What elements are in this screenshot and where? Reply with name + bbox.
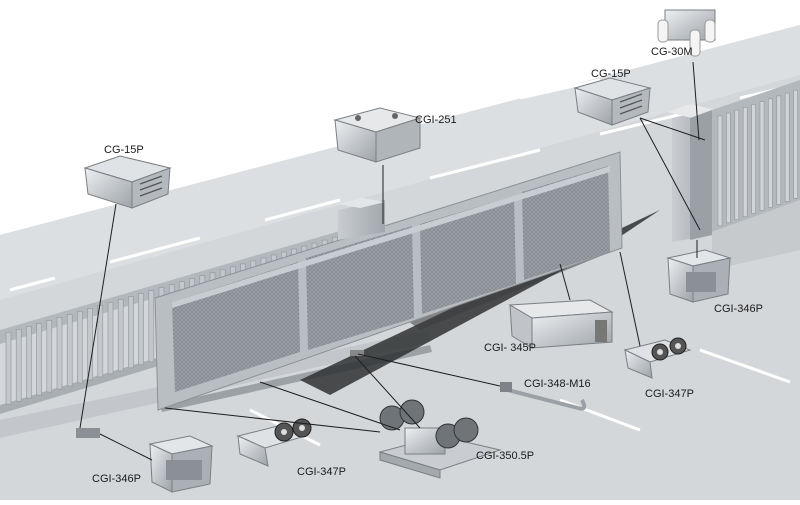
part-cgi347p-right [623,337,692,379]
label-cgi347p-left: CGI-347P [297,466,346,478]
label-cgi3505p: CGI-350.5P [476,450,535,462]
label-cgi347p-right: CGI-347P [645,388,694,400]
part-cgi348m16 [499,382,587,411]
label-cgi346p-left: CGI-346P [92,473,141,485]
fence-bar [56,317,63,390]
part-cg30m [657,9,716,57]
fence-bar [66,314,73,387]
fence-bar [46,320,53,393]
right-fence-bars [717,89,798,227]
label-cg30m: CG-30M [651,46,693,58]
right-fence-bar [717,115,723,227]
part-cg15p-right [573,77,652,126]
part-cgi251 [333,107,422,163]
right-fence-bar [793,89,798,199]
right-fence-bar [726,112,731,224]
fence-bar [97,305,104,378]
part-cgi350-5p [378,399,502,479]
fence-bar [5,331,12,405]
right-fence-bar [759,101,765,211]
fence-bar [128,296,134,369]
fence-bar [148,290,155,363]
label-cg15p-left: CG-15P [104,144,144,156]
installed-cgi346p-left [76,428,100,438]
right-fence-bar [751,104,756,214]
label-cgi251: CGI-251 [415,114,457,126]
right-fence-bar [768,98,773,208]
right-pillar [667,104,716,242]
label-cgi348m16: CGI-348-M16 [524,378,591,390]
fence-bar [107,302,114,375]
fence-bar [138,293,144,366]
part-cgi346p-left [148,435,214,493]
part-cgi345p [508,299,614,349]
right-fence-bar [734,109,740,221]
right-fence-bar [784,92,790,202]
right-fence-bar [776,95,782,205]
fence-bar [117,299,124,372]
fence-bar [15,328,22,402]
label-cgi345p: CGI- 345P [484,342,536,354]
sliding-gate [154,151,623,411]
part-cg15p-left [83,155,172,209]
fence-bar [77,311,83,384]
callout-lines [79,61,706,461]
fence-bar [36,323,42,396]
fence-bar [26,326,32,399]
gate-guide-post [338,198,385,240]
label-cgi346p-right: CGI-346P [714,303,763,315]
fence-bar [87,308,93,381]
part-cgi346p-right [666,249,732,303]
installed-carriage [350,350,364,356]
label-cg15p-right: CG-15P [591,68,631,80]
right-fence-bar [742,107,748,217]
part-cgi347p-left [236,418,312,467]
